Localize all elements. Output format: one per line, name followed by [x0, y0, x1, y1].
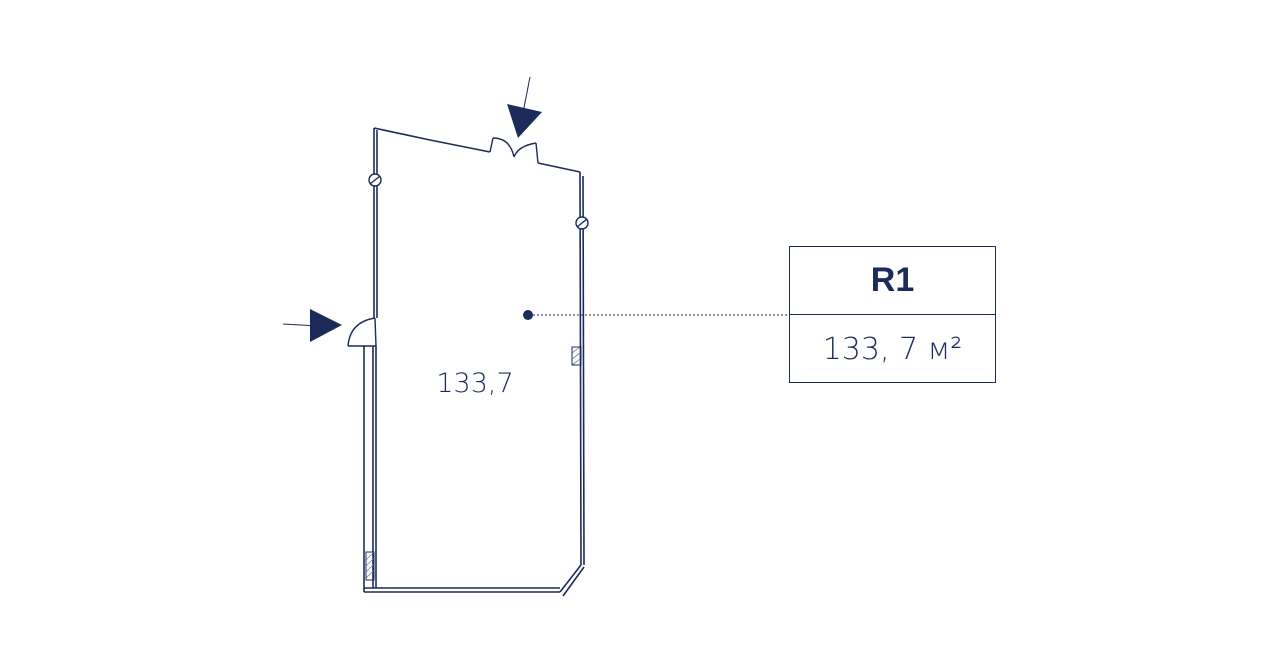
room-info-card: R1 133, 7 м² — [789, 246, 996, 383]
wall-hatch — [365, 346, 582, 581]
door-swing-icon — [489, 137, 539, 164]
triangle-arrow-icon — [507, 76, 542, 138]
room-area-label: 133,7 — [436, 368, 514, 399]
room-id: R1 — [790, 247, 995, 315]
column-circle-icon — [575, 216, 589, 230]
leader-line — [523, 310, 789, 320]
column-circle-icon — [368, 173, 382, 187]
triangle-arrow-icon — [282, 309, 342, 342]
dot-icon — [523, 310, 533, 320]
door-swing-icon — [347, 317, 377, 347]
room-area: 133, 7 м² — [822, 331, 963, 367]
room-outline — [363, 127, 585, 597]
